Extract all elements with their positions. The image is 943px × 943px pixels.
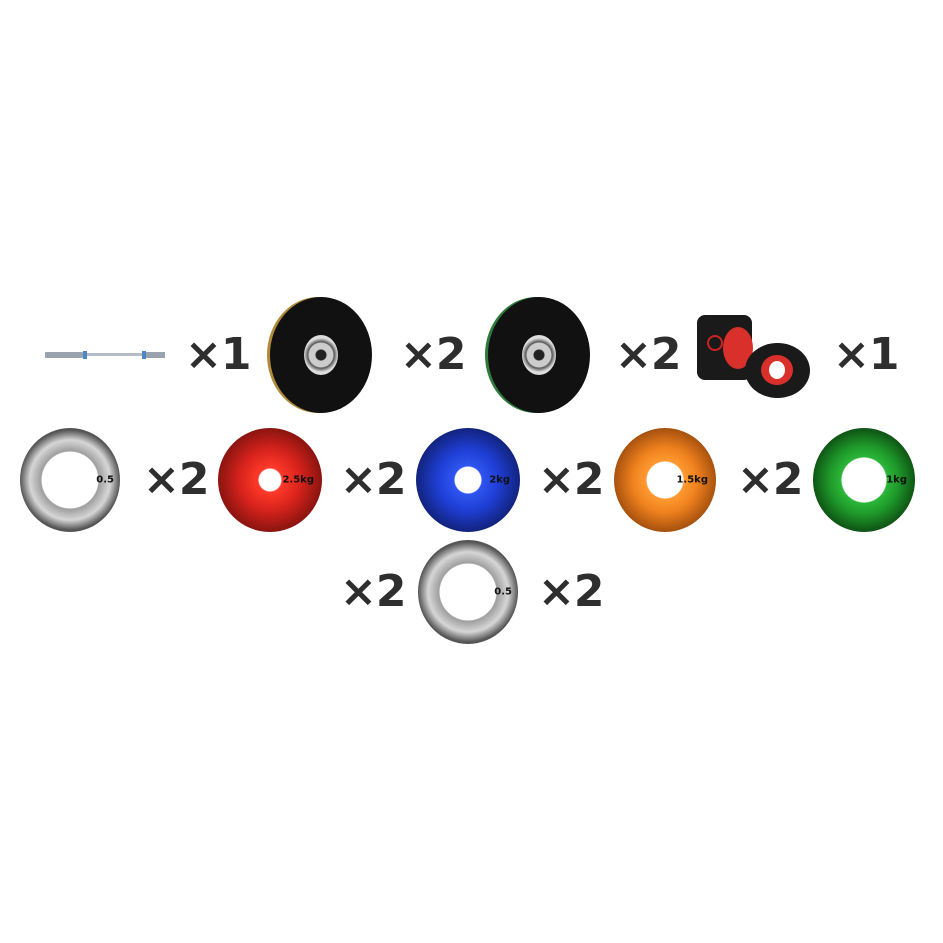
quantity-barbell: ×1 — [185, 329, 251, 380]
change-plate-grey-bottom: 0.5 — [418, 540, 518, 644]
plate-hub — [304, 335, 338, 375]
quantity-black-plate-2: ×2 — [615, 329, 681, 380]
quantity-bottom-right: ×2 — [538, 566, 604, 617]
change-plate-grey: 0.5 — [20, 428, 120, 532]
quantity-collars: ×1 — [833, 329, 899, 380]
change-plate-green: 1kg — [813, 428, 915, 532]
black-bumper-plate-green-edge — [488, 297, 590, 413]
change-plate-orange: 1.5kg — [614, 428, 716, 532]
quantity-black-plate: ×2 — [400, 329, 466, 380]
barbell — [45, 351, 165, 359]
quantity-red: ×2 — [340, 454, 406, 505]
quantity-blue: ×2 — [538, 454, 604, 505]
quantity-orange: ×2 — [737, 454, 803, 505]
change-plate-red: 2.5kg — [218, 428, 322, 532]
collars — [695, 305, 815, 400]
quantity-bottom-left: ×2 — [340, 566, 406, 617]
plate-hub — [522, 335, 556, 375]
change-plate-blue: 2kg — [416, 428, 520, 532]
quantity-grey: ×2 — [143, 454, 209, 505]
black-bumper-plate — [270, 297, 372, 413]
